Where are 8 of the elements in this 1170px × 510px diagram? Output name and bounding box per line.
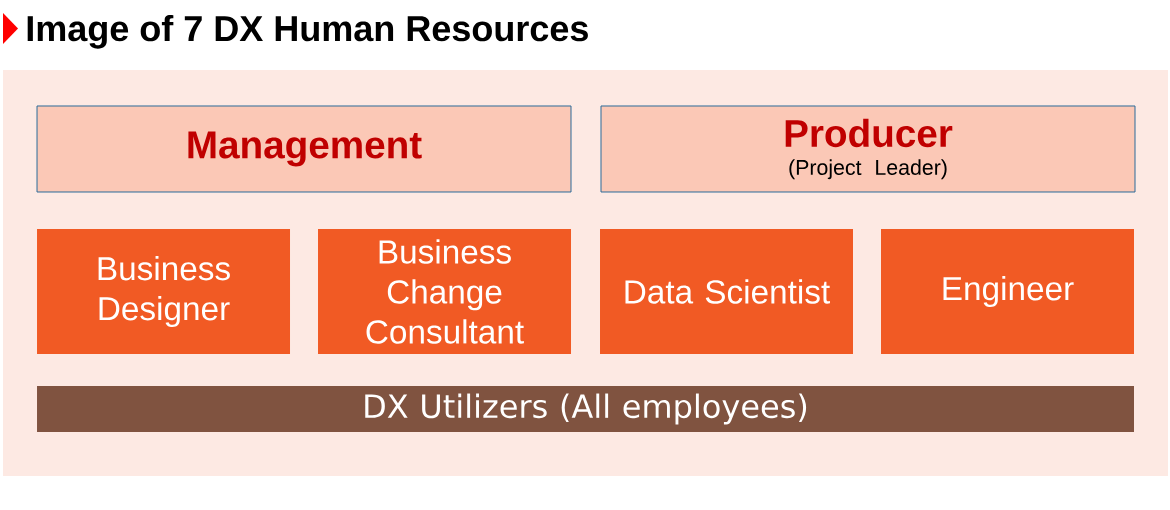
role-box: Producer (Project Leader): [600, 105, 1136, 193]
role-box: Business Change Consultant: [318, 229, 571, 354]
base-bar: DX Utilizers (All employees): [37, 386, 1134, 432]
title: Image of 7 DX Human Resources: [27, 14, 588, 49]
role-box: Management: [36, 105, 572, 193]
role-box: Business Designer: [37, 229, 290, 354]
role-box: Data Scientist: [600, 229, 853, 354]
role-box: Engineer: [881, 229, 1134, 354]
